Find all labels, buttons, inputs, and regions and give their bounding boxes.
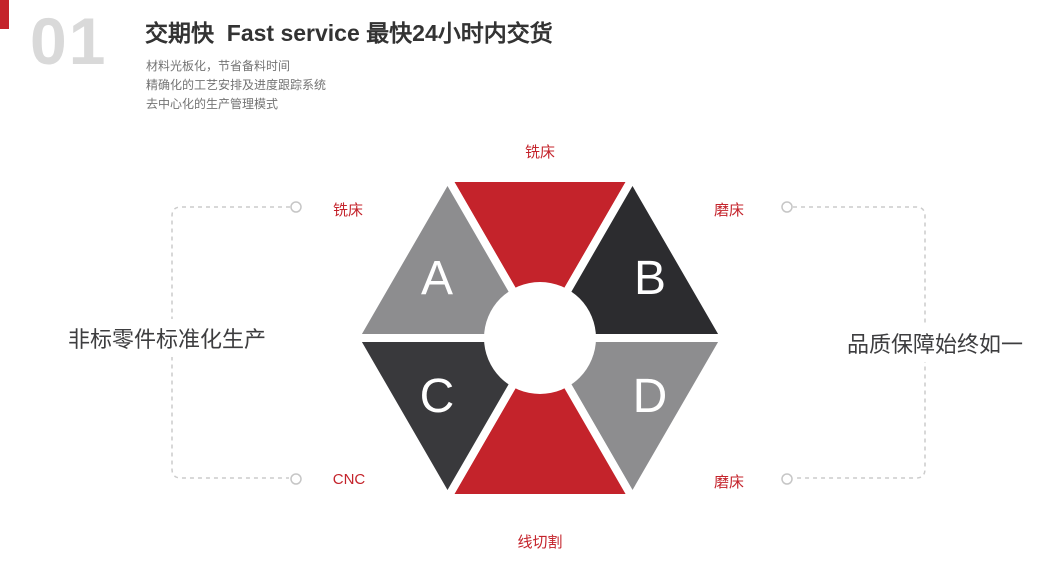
bullet-item: 去中心化的生产管理模式 (146, 97, 279, 111)
label-lower-left: CNC (332, 471, 366, 488)
bullet-list: 材料光板化，节省备料时间 精确化的工艺安排及进度跟踪系统 去中心化的生产管理模式 (146, 57, 326, 114)
caption-right: 品质保障始终如一 (815, 324, 1055, 362)
label-upper-left: 铣床 (332, 202, 363, 219)
label-top: 铣床 (524, 144, 555, 161)
segment-letter-d: D (633, 370, 668, 423)
label-bottom: 线切割 (517, 534, 563, 551)
hexagon-center-circle (484, 282, 596, 394)
bullet-item: 材料光板化，节省备料时间 (146, 59, 291, 73)
accent-bar (0, 0, 9, 29)
bullet-item: 精确化的工艺安排及进度跟踪系统 (146, 78, 327, 92)
segment-upper-left (351, 174, 544, 342)
label-lower-right: 磨床 (713, 474, 744, 491)
slide-title: 交期快 Fast service 最快24小时内交货 (145, 20, 553, 46)
segment-letter-b: B (634, 252, 666, 305)
section-number: 01 (30, 4, 108, 78)
segment-letter-a: A (421, 252, 453, 305)
right-bottom-connector-dot (781, 473, 793, 485)
left-top-connector-dot (290, 201, 302, 213)
label-upper-right: 磨床 (713, 202, 744, 219)
right-top-connector-dot (781, 201, 793, 213)
caption-left: 非标零件标准化生产 (47, 319, 287, 357)
segment-letter-c: C (420, 370, 455, 423)
left-bottom-connector-dot (290, 473, 302, 485)
